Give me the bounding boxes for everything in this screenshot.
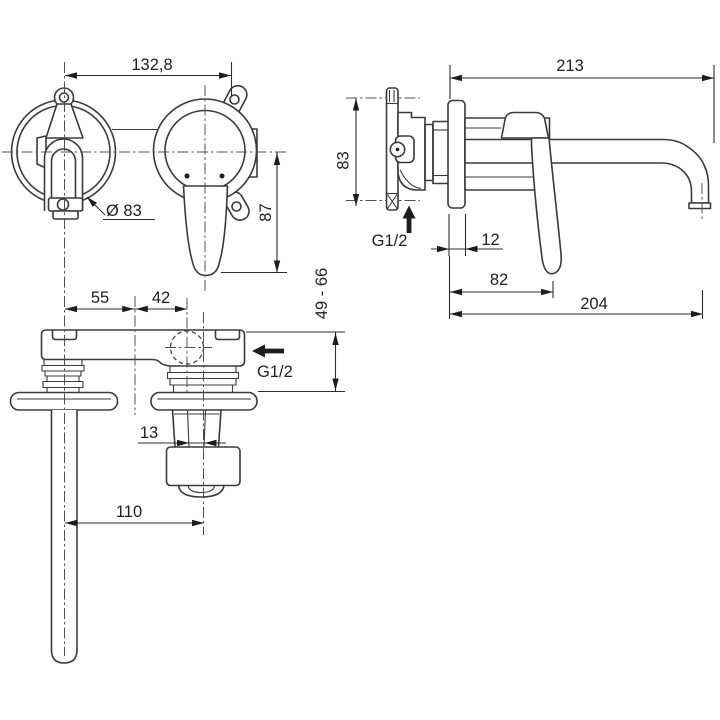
dim-label-inlet-thread-side: G1/2 — [372, 232, 408, 250]
centerlines — [2, 62, 286, 656]
dim-label-handle-depth: 82 — [490, 271, 508, 289]
handle-lever-side — [530, 137, 563, 275]
dimension-overall-depth: 213 — [449, 57, 715, 143]
front-view: 132,8 Ø 83 87 — [10, 56, 287, 277]
rough-in-valve-body — [389, 111, 450, 191]
dim-label-spout-reach: 204 — [580, 295, 608, 313]
dimension-handle-depth: 82 — [448, 256, 554, 319]
dimension-escutcheon-diameter: Ø 83 — [86, 196, 155, 221]
dim-label-center-distance: 132,8 — [131, 56, 172, 74]
port-top-notch-right — [214, 330, 241, 341]
inlet-flow-arrow-side: G1/2 — [372, 205, 416, 250]
dim-label-escutcheon-diameter: Ø 83 — [106, 202, 142, 220]
inlet-flow-arrow-plan: G1/2 — [252, 344, 293, 381]
handle-dome-side — [500, 111, 550, 139]
aerator-dome — [177, 484, 225, 498]
dim-label-lever-width: 13 — [140, 424, 158, 442]
dimension-install-depth: 49 - 66 — [246, 268, 345, 393]
dim-label-center-to-inlet: 42 — [152, 289, 170, 307]
dimension-rough-in-height: 83 — [335, 98, 360, 206]
dimension-55-42: 55 42 — [65, 289, 187, 313]
dim-label-install-depth: 49 - 66 — [313, 268, 331, 319]
dimension-center-distance: 132,8 — [65, 56, 233, 96]
mixer-neck — [171, 409, 222, 448]
handle-escutcheon-front — [10, 87, 117, 220]
dim-label-spout-to-handle: 110 — [116, 503, 142, 521]
dimension-plate-thickness: 12 — [431, 214, 503, 256]
dimension-lever-width: 13 — [138, 424, 226, 447]
plan-view: G1/2 55 42 49 - 66 13 — [9, 268, 345, 664]
dim-label-handle-height: 87 — [257, 203, 275, 221]
dimension-handle-height: 87 — [221, 152, 287, 274]
spout-side — [464, 138, 710, 204]
dim-label-rough-in-height: 83 — [335, 151, 353, 169]
spout-port-ribs — [41, 358, 85, 394]
wall-plate-side — [447, 99, 466, 209]
dimension-spout-to-handle: 110 — [65, 503, 204, 527]
arrow-up-icon — [402, 205, 416, 233]
dimension-spout-reach: 204 — [450, 290, 704, 319]
dim-label-spout-to-center: 55 — [91, 289, 109, 307]
aerator-cup — [165, 446, 241, 487]
dim-label-overall-depth: 213 — [556, 57, 584, 75]
dim-label-inlet-thread-plan: G1/2 — [257, 363, 293, 381]
arrow-left-icon — [252, 344, 284, 358]
rough-in-body-bar — [40, 329, 246, 367]
dim-label-plate-thickness: 12 — [481, 231, 499, 249]
spout-outlet-lip — [688, 202, 712, 210]
side-view: G1/2 213 83 12 — [335, 57, 715, 319]
